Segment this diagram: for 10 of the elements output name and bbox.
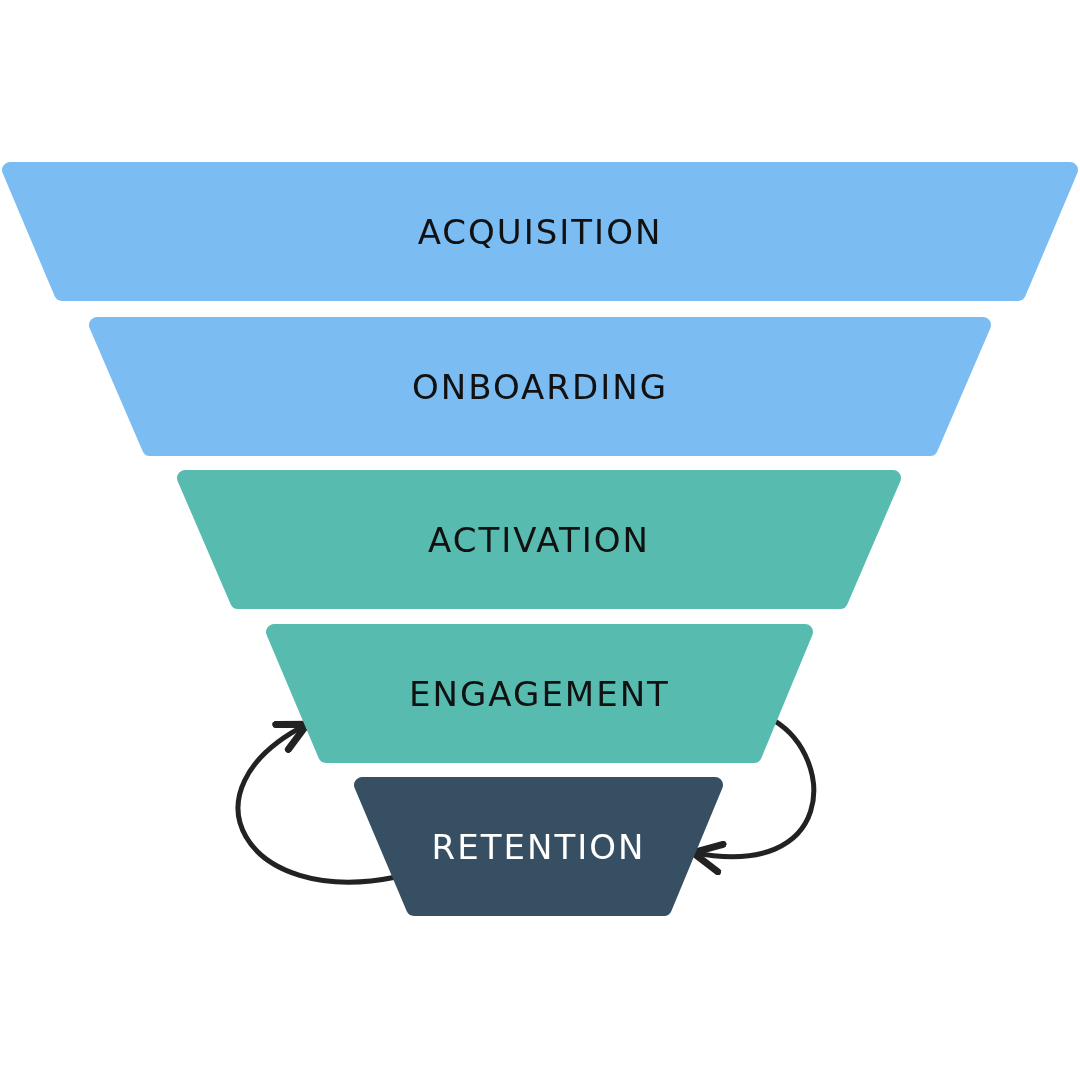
funnel-band xyxy=(89,317,991,456)
funnel-band xyxy=(354,777,723,916)
stage-label: ACTIVATION xyxy=(428,519,650,560)
funnel-band xyxy=(177,470,901,609)
stage-label: RETENTION xyxy=(431,826,646,867)
stage-label: ACQUISITION xyxy=(417,211,663,252)
funnel-band xyxy=(2,162,1078,301)
stage-label: ENGAGEMENT xyxy=(409,673,670,714)
stage-label: ONBOARDING xyxy=(412,366,668,407)
funnel-band xyxy=(266,624,813,763)
